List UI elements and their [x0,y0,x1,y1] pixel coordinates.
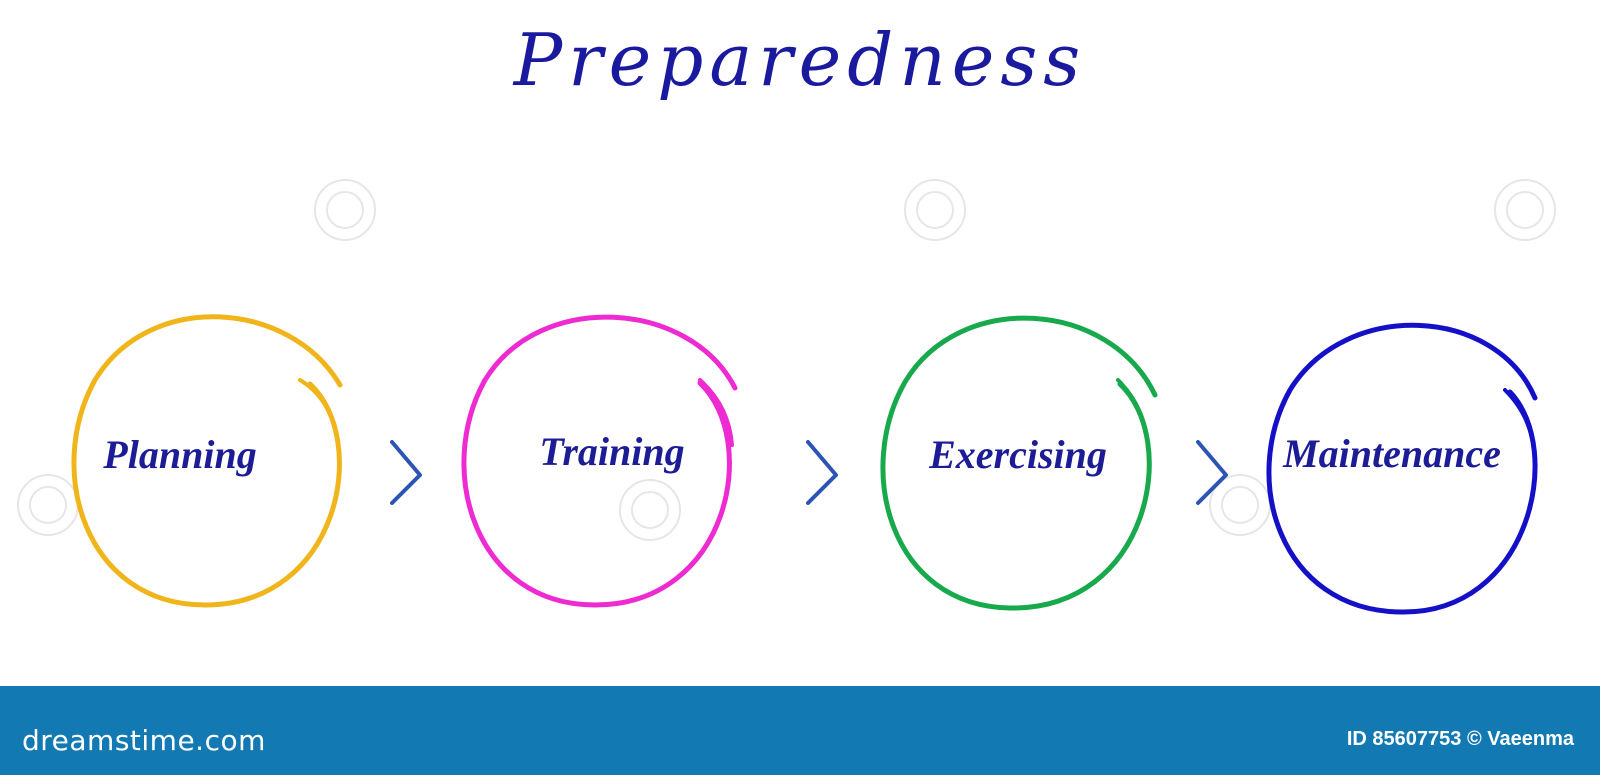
step-training: Training [461,314,738,608]
exercising-circle-flourish [1116,378,1150,450]
chevron-right-icon [806,440,838,505]
step-planning: Planning [71,314,343,608]
planning-circle-flourish [298,378,340,447]
planning-label: Planning [102,432,256,477]
footer-bar: dreamstime.com ID 85607753 © Vaeenma [0,686,1600,775]
chevron-right-icon [1196,440,1228,505]
exercising-label: Exercising [928,432,1107,477]
watermark [17,179,1556,541]
page-title: Preparedness [513,18,1087,102]
step-maintenance: Maintenance [1266,322,1538,615]
process-diagram: Planning Training Exercising Maintenance [17,179,1556,615]
exercising-circle [880,315,1158,611]
chevron-right-icon [390,440,422,505]
training-circle-flourish [698,378,734,447]
planning-circle [71,314,343,608]
training-label: Training [539,429,684,474]
step-exercising: Exercising [880,315,1158,611]
footer-credit: ID 85607753 © Vaeenma [1346,728,1574,750]
footer-brand: dreamstime.com [22,724,266,757]
maintenance-label: Maintenance [1282,431,1501,476]
training-circle [461,314,738,608]
maintenance-circle-flourish [1503,388,1537,460]
maintenance-circle [1266,322,1538,615]
